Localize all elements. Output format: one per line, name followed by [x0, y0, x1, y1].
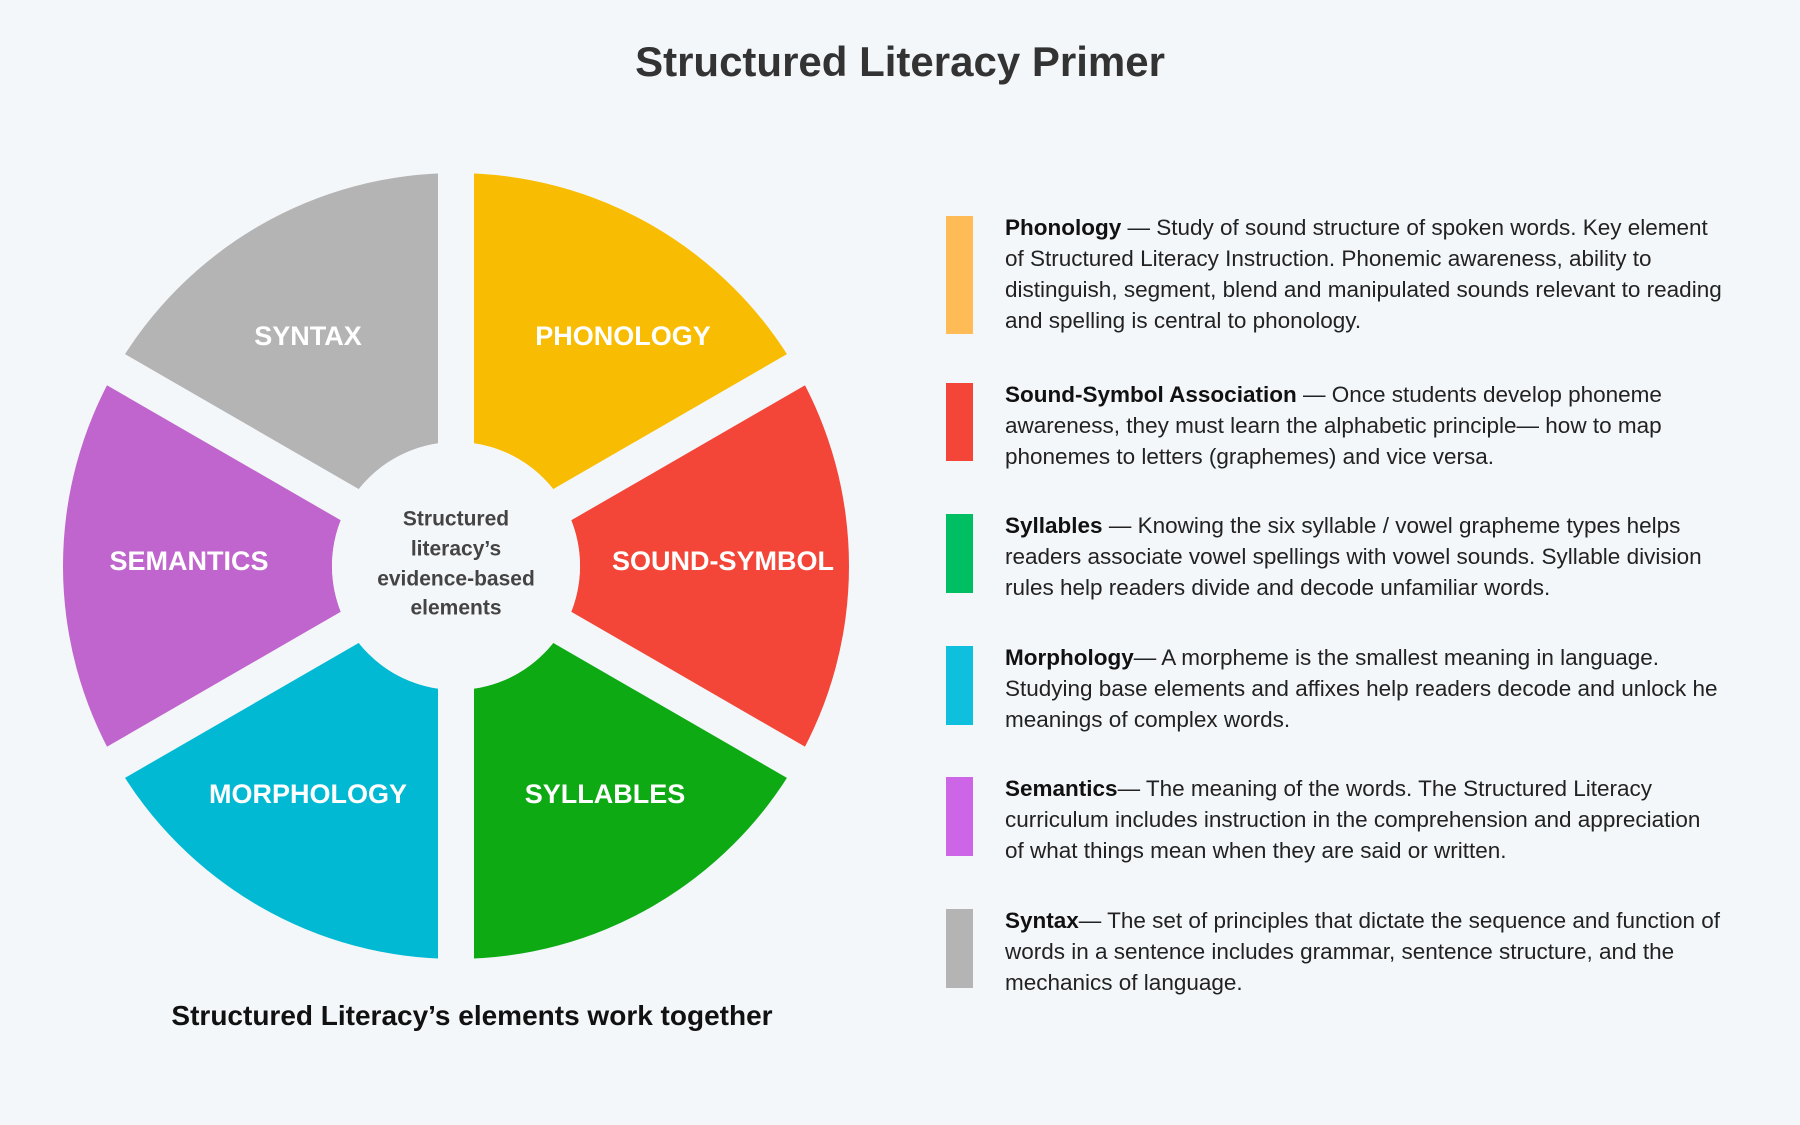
- center-text-line: elements: [410, 597, 501, 620]
- legend-color-bar: [946, 909, 973, 988]
- legend-text: — The meaning of the words. The Structur…: [1005, 776, 1701, 863]
- segment-label-sound-symbol: SOUND-SYMBOL: [612, 546, 834, 576]
- legend-term: Morphology: [1005, 645, 1134, 670]
- wheel-segment-syllables: [456, 628, 797, 959]
- legend-color-bar: [946, 777, 973, 856]
- legend-term: Sound-Symbol Association: [1005, 382, 1297, 407]
- legend-color-bar: [946, 514, 973, 593]
- legend-description: Syntax— The set of principles that dicta…: [1005, 905, 1725, 998]
- page-title: Structured Literacy Primer: [635, 38, 1165, 85]
- center-text-line: literacy’s: [411, 538, 501, 561]
- legend-description: Semantics— The meaning of the words. The…: [1005, 773, 1725, 866]
- legend-color-bar: [946, 383, 973, 461]
- legend-term: Syllables: [1005, 513, 1103, 538]
- segment-label-syntax: SYNTAX: [254, 321, 362, 351]
- wheel-segment-syntax: [115, 173, 457, 504]
- legend-term: Phonology: [1005, 215, 1122, 240]
- wheel-center: [332, 442, 580, 690]
- center-text-line: evidence-based: [377, 568, 535, 591]
- legend-text: — A morpheme is the smallest meaning in …: [1005, 645, 1718, 732]
- legend-text: — Study of sound structure of spoken wor…: [1005, 215, 1722, 333]
- legend-description: Sound-Symbol Association — Once students…: [1005, 379, 1725, 472]
- legend-term: Semantics: [1005, 776, 1118, 801]
- wheel-segment-phonology: [456, 173, 797, 504]
- segment-label-phonology: PHONOLOGY: [535, 321, 711, 351]
- legend-text: — Once students develop phoneme awarenes…: [1005, 382, 1662, 469]
- legend-color-bar: [946, 216, 973, 334]
- legend-description: Syllables — Knowing the six syllable / v…: [1005, 510, 1725, 603]
- legend-color-bar: [946, 646, 973, 725]
- segment-label-syllables: SYLLABLES: [525, 779, 686, 809]
- literacy-wheel: PHONOLOGY SOUND-SYMBOL SYLLABLES MORPHOL…: [62, 153, 849, 979]
- legend-description: Morphology— A morpheme is the smallest m…: [1005, 642, 1725, 735]
- legend-text: — The set of principles that dictate the…: [1005, 908, 1721, 995]
- wheel-caption: Structured Literacy’s elements work toge…: [171, 1000, 773, 1031]
- legend-description: Phonology — Study of sound structure of …: [1005, 212, 1725, 336]
- wheel-segment-morphology: [115, 628, 457, 959]
- segment-label-morphology: MORPHOLOGY: [209, 779, 407, 809]
- center-text-line: Structured: [403, 508, 509, 531]
- segment-label-semantics: SEMANTICS: [109, 546, 268, 576]
- legend-text: — Knowing the six syllable / vowel graph…: [1005, 513, 1702, 600]
- legend-term: Syntax: [1005, 908, 1079, 933]
